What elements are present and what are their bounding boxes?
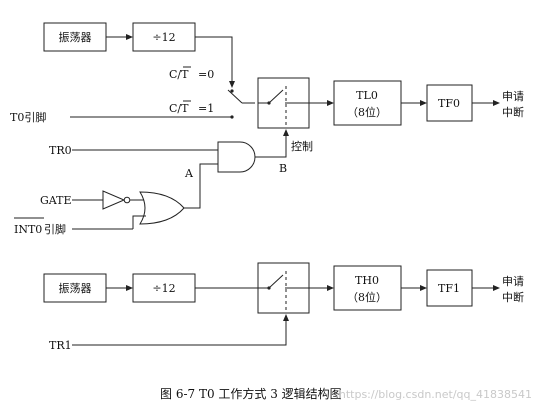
arrow-tl0	[327, 100, 334, 106]
not-gate	[102, 190, 126, 210]
wire-int0-or	[132, 215, 146, 229]
interrupt-request-2-line2: 中断	[502, 290, 524, 304]
tf0-box	[426, 84, 473, 122]
label-b: B	[279, 162, 287, 175]
or-gate	[139, 191, 185, 225]
divider-label-2: ÷12	[152, 282, 175, 295]
source-watermark: https://blog.csdn.net/qq_41838541	[339, 388, 532, 401]
ct1-label: C/T	[169, 102, 189, 115]
interrupt-request-1-line2: 中断	[502, 105, 524, 119]
selector-switch-blade	[227, 89, 243, 104]
arrow-req-1	[493, 100, 500, 106]
oscillator-box-1	[43, 22, 107, 52]
control-label: 控制	[291, 139, 313, 153]
arrow-control	[283, 129, 289, 136]
arrow-ct0	[229, 81, 235, 88]
run-switch-blade-2	[268, 274, 284, 289]
tr1-label: TR1	[49, 339, 72, 352]
tl0-label: TL0	[356, 89, 378, 102]
switch-contact-ct0	[230, 89, 234, 93]
wire-and-control	[255, 135, 287, 158]
oscillator-label-2: 振荡器	[59, 281, 92, 295]
wire-tr1-control	[72, 320, 287, 346]
oscillator-label-1: 振荡器	[59, 30, 92, 44]
divider-label-1: ÷12	[152, 31, 175, 44]
figure-caption: 图 6-7 T0 工作方式 3 逻辑结构图	[160, 386, 342, 401]
wire-or-and	[184, 163, 218, 209]
wire-div1-ct0	[195, 36, 233, 82]
arrow-req-2	[493, 285, 500, 291]
switch-contact-ct1	[230, 115, 234, 119]
ct1-eq-label: =1	[198, 102, 214, 115]
arrow-th0	[327, 285, 334, 291]
run-switch-blade-1	[268, 89, 284, 104]
tf0-label: TF0	[438, 97, 460, 110]
arrow-tf1	[420, 285, 427, 291]
divider-box-1	[132, 22, 196, 52]
arrow-osc2-div2	[126, 285, 133, 291]
tf1-box	[426, 269, 473, 307]
tr0-label: TR0	[49, 144, 72, 157]
tl0-bits-label: （8位）	[347, 105, 387, 119]
and-gate	[217, 141, 256, 173]
arrow-osc1-div1	[126, 34, 133, 40]
t0-pin-label: T0引脚	[10, 110, 46, 124]
oscillator-box-2	[43, 273, 107, 303]
th0-box	[333, 265, 402, 311]
interrupt-request-2-line1: 申请	[502, 275, 524, 288]
th0-bits-label: （8位）	[347, 290, 387, 304]
not-gate-bubble	[123, 196, 131, 204]
ct0-eq-label: =0	[198, 68, 214, 81]
interrupt-request-1-line1: 申请	[502, 90, 524, 103]
arrow-tf0	[420, 100, 427, 106]
int0-label: INT0	[14, 223, 42, 236]
gate-label: GATE	[40, 194, 72, 207]
arrow-tr1-control	[283, 314, 289, 321]
int0-suffix-label: 引脚	[44, 222, 66, 236]
ct0-label: C/T	[169, 68, 189, 81]
tf1-label: TF1	[438, 282, 460, 295]
th0-label: TH0	[355, 274, 379, 287]
label-a: A	[184, 167, 194, 180]
